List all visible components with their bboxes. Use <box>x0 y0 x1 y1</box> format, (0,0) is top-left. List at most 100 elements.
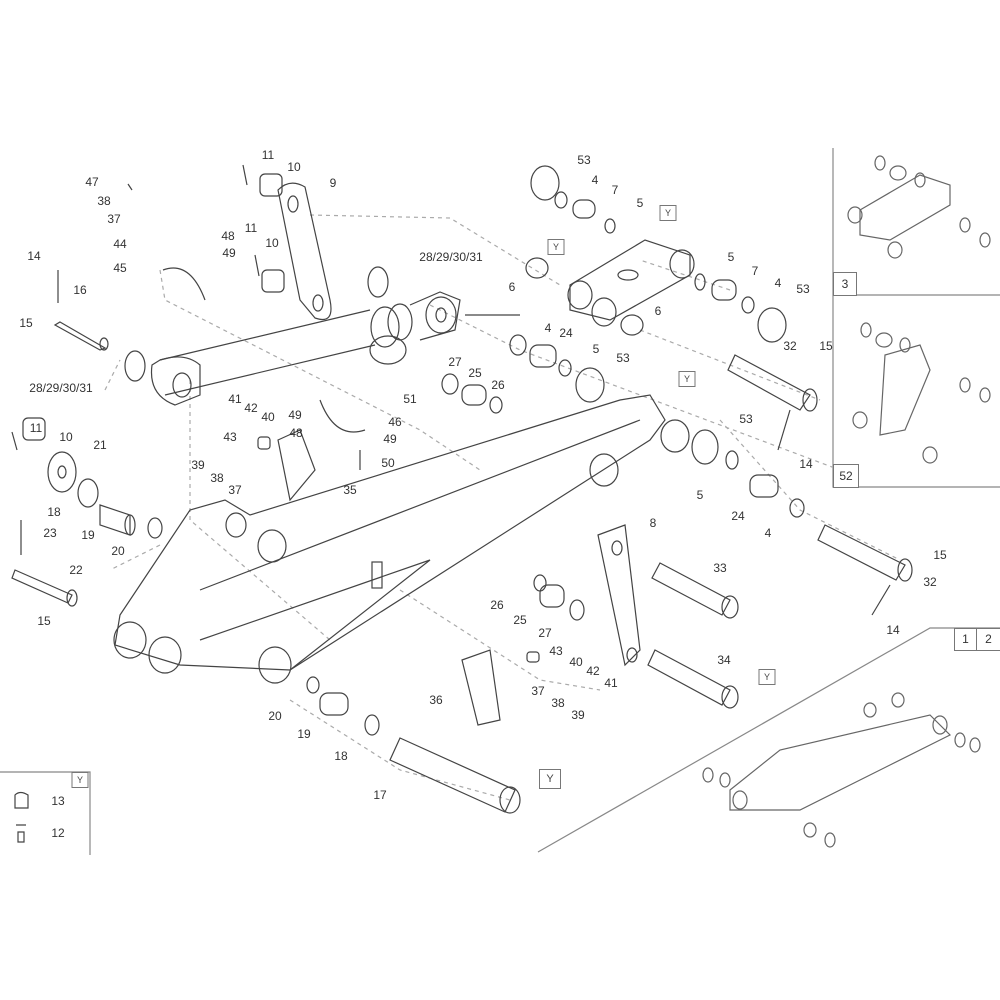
callout-label: 17 <box>373 788 387 802</box>
callout-label: 49 <box>222 246 236 260</box>
callout-label: 42 <box>586 664 600 678</box>
callout-label: 6 <box>654 304 662 318</box>
callout-label: 49 <box>383 432 397 446</box>
callout-label: 53 <box>739 412 753 426</box>
callout-label: 37 <box>107 212 121 226</box>
callout-label: 53 <box>577 153 591 167</box>
callout-label: 24 <box>559 326 573 340</box>
callout-label: 37 <box>531 684 545 698</box>
callout-label: 43 <box>549 644 563 658</box>
reference-marker-y: Y <box>758 669 776 685</box>
callout-label: 41 <box>604 676 618 690</box>
callout-label: 45 <box>113 261 127 275</box>
variant-insets <box>702 155 991 848</box>
callout-label: 4 <box>774 276 782 290</box>
callout-label: 18 <box>334 749 348 763</box>
callout-label: 40 <box>569 655 583 669</box>
callout-label: 15 <box>37 614 51 628</box>
callout-label: 53 <box>796 282 810 296</box>
callout-label: 11 <box>261 148 275 162</box>
callout-label: 33 <box>713 561 727 575</box>
callout-label: 51 <box>403 392 417 406</box>
pins <box>389 354 913 814</box>
reference-marker-y: Y <box>678 371 696 387</box>
callout-label: 11 <box>244 221 258 235</box>
callout-label: 14 <box>886 623 900 637</box>
upper-link <box>525 239 695 336</box>
reference-marker-y: Y <box>547 239 565 255</box>
callout-label: 38 <box>97 194 111 208</box>
callout-label: 6 <box>508 280 516 294</box>
callout-label: 14 <box>27 249 41 263</box>
reference-marker-y: Y <box>71 772 89 788</box>
callout-label: 4 <box>544 321 552 335</box>
callout-label: 9 <box>329 176 337 190</box>
callout-label: 53 <box>616 351 630 365</box>
callout-label: 50 <box>381 456 395 470</box>
link-arm-9 <box>277 182 332 321</box>
callout-label: 24 <box>731 509 745 523</box>
callout-label: 41 <box>228 392 242 406</box>
callout-label: 10 <box>287 160 301 174</box>
callout-label: 10 <box>59 430 73 444</box>
callout-label: 38 <box>551 696 565 710</box>
callout-label: 49 <box>288 408 302 422</box>
callout-label: 15 <box>933 548 947 562</box>
callout-label: 20 <box>111 544 125 558</box>
callout-label: 39 <box>571 708 585 722</box>
rings-and-bushings <box>306 165 805 736</box>
hydraulic-cylinder <box>150 291 520 406</box>
assembly-lines <box>104 214 901 801</box>
callout-label: 23 <box>43 526 57 540</box>
callout-label: 48 <box>221 229 235 243</box>
callout-label: 39 <box>191 458 205 472</box>
callout-label: 7 <box>611 183 619 197</box>
callout-label: 27 <box>448 355 462 369</box>
callout-label: 20 <box>268 709 282 723</box>
callout-label: 28/29/30/31 <box>29 381 93 395</box>
callout-label: 12 <box>51 826 65 840</box>
callout-label: 13 <box>51 794 65 808</box>
callout-label: 22 <box>69 563 83 577</box>
callout-label: 46 <box>388 415 402 429</box>
callout-label: 44 <box>113 237 127 251</box>
callout-label: 38 <box>210 471 224 485</box>
callout-label: 5 <box>696 488 704 502</box>
callout-label: 15 <box>819 339 833 353</box>
callout-label: 5 <box>636 196 644 210</box>
panel-frames <box>0 148 1000 855</box>
fasteners <box>11 164 407 607</box>
callout-label: 14 <box>799 457 813 471</box>
callout-label: 5 <box>592 342 600 356</box>
callout-label: 15 <box>19 316 33 330</box>
panel-tag-2: 2 <box>976 628 1000 651</box>
callout-label: 21 <box>93 438 107 452</box>
panel-tag-52: 52 <box>833 464 859 488</box>
callout-label: 43 <box>223 430 237 444</box>
callout-label: 34 <box>717 653 731 667</box>
callout-label: 16 <box>73 283 87 297</box>
callout-label: 8 <box>649 516 657 530</box>
callout-label: 7 <box>751 264 759 278</box>
callout-label: 4 <box>591 173 599 187</box>
callout-label: 19 <box>81 528 95 542</box>
callout-label: 4 <box>764 526 772 540</box>
panel-tag-1: 1 <box>954 628 977 651</box>
callout-label: 10 <box>265 236 279 250</box>
reference-marker-y: Y <box>659 205 677 221</box>
callout-label: 32 <box>923 575 937 589</box>
main-boom <box>113 394 690 684</box>
callout-label: 36 <box>429 693 443 707</box>
callout-label: 25 <box>468 366 482 380</box>
callout-label: 26 <box>491 378 505 392</box>
callout-label: 27 <box>538 626 552 640</box>
callout-label: 37 <box>228 483 242 497</box>
grease-nipple-parts <box>14 791 29 843</box>
callout-label: 42 <box>244 401 258 415</box>
callout-label: 11 <box>29 421 43 435</box>
callout-label: 35 <box>343 483 357 497</box>
callout-label: 32 <box>783 339 797 353</box>
callout-label: 25 <box>513 613 527 627</box>
